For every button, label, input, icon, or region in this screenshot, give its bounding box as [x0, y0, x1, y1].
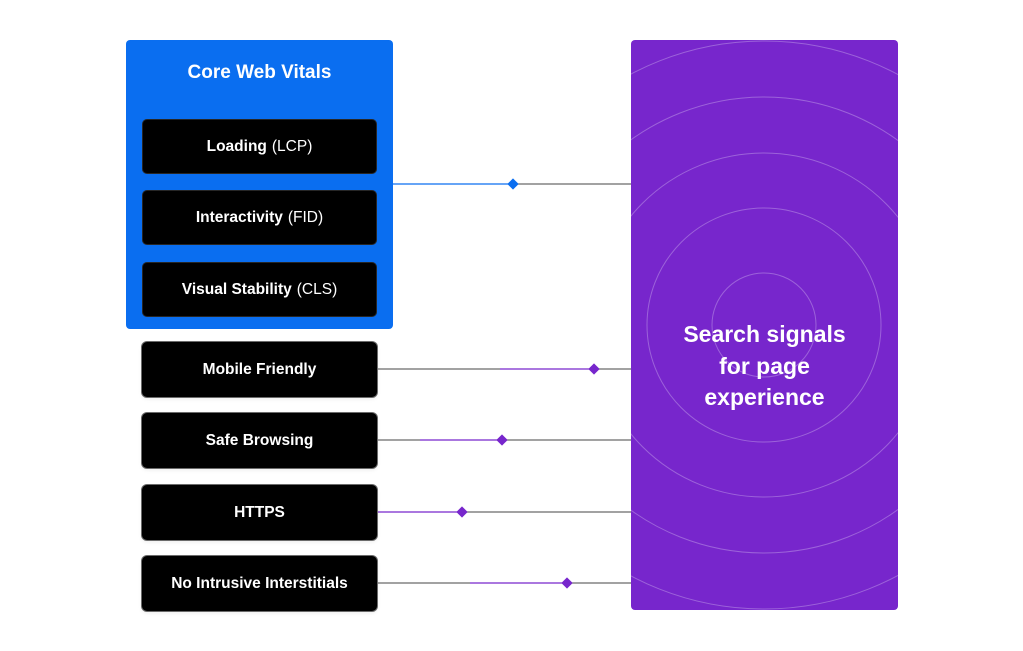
signal-mobile-friendly: Mobile Friendly	[142, 342, 377, 397]
page-experience-title: Search signals for page experience	[631, 319, 898, 414]
signal-name: Loading	[206, 137, 267, 155]
connector-diamond	[496, 434, 508, 446]
title-line: for page	[719, 352, 810, 379]
concentric-rings	[631, 40, 898, 610]
connector-diamond	[456, 506, 468, 518]
signal-abbr: (CLS)	[296, 280, 338, 298]
signal-no-intrusive-interstitials: No Intrusive Interstitials	[142, 556, 377, 611]
signal-abbr: (LCP)	[271, 137, 313, 155]
signal-interactivity-fid: Interactivity (FID)	[142, 190, 377, 245]
signal-name: No Intrusive Interstitials	[171, 574, 348, 592]
connector-diamond	[561, 577, 573, 589]
signal-https: HTTPS	[142, 485, 377, 540]
signal-name: Interactivity	[195, 208, 283, 226]
signal-name: HTTPS	[234, 503, 285, 521]
page-experience-panel: Search signals for page experience	[631, 40, 898, 610]
signal-name: Mobile Friendly	[202, 360, 317, 378]
connector-core-web-vitals	[393, 178, 631, 190]
connector-diamond	[507, 178, 519, 190]
signal-name: Visual Stability	[181, 280, 292, 298]
signal-loading-lcp: Loading (LCP)	[142, 119, 377, 174]
connector-diamond	[588, 363, 600, 375]
connector-https	[377, 506, 631, 518]
signal-safe-browsing: Safe Browsing	[142, 413, 377, 468]
connector-mobile-friendly	[377, 363, 631, 375]
core-web-vitals-title: Core Web Vitals	[187, 62, 332, 83]
signal-abbr: (FID)	[287, 208, 324, 226]
title-line: experience	[704, 384, 825, 410]
connector-safe-browsing	[377, 434, 631, 446]
title-line: Search signals	[683, 321, 846, 347]
signal-visual-stability-cls: Visual Stability (CLS)	[142, 262, 377, 317]
signal-name: Safe Browsing	[205, 431, 314, 449]
connector-no-intrusive-interstitials	[377, 577, 631, 589]
